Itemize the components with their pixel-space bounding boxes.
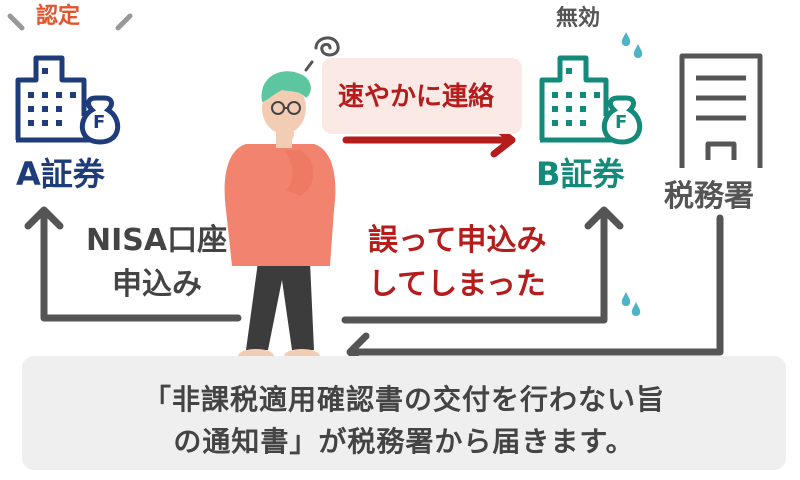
tax-office-name: 税務署 xyxy=(664,179,754,214)
tax-office-notice-line xyxy=(348,214,724,356)
arrow-head-up-b xyxy=(584,206,624,230)
sweat-drop-icon xyxy=(621,32,643,58)
arrow-head-up-a xyxy=(24,206,64,230)
b-company-name: B証券 xyxy=(536,155,625,193)
contact-message: 速やかに連絡 xyxy=(338,82,495,112)
notice-box: 「非課税適用確認書の交付を行わない旨 の通知書」が税務署から届きます。 xyxy=(22,356,786,470)
b-company-building-icon xyxy=(539,55,614,143)
a-company-building-icon xyxy=(15,55,90,143)
a-badge-sparkle-marks xyxy=(7,13,133,31)
confused-swirl-icon xyxy=(304,36,340,72)
sweat-drop-icon-lower xyxy=(621,292,641,316)
b-company-badge: 無効 xyxy=(556,6,601,31)
b-money-bag-symbol: F xyxy=(615,112,628,133)
mistake-arrow-line xyxy=(341,208,608,324)
a-money-bag-icon xyxy=(80,95,120,145)
contact-message-box xyxy=(322,58,522,134)
a-company-name: A証券 xyxy=(16,155,105,193)
a-company-badge: 認定 xyxy=(36,4,81,29)
mistake-message-line1: 誤って申込み xyxy=(368,223,547,258)
notice-line2: の通知書」が税務署から届きます。 xyxy=(173,425,635,458)
nisa-application-line1: NISA口座 xyxy=(86,223,228,258)
flow-connectors xyxy=(40,208,724,356)
a-money-bag-symbol: F xyxy=(93,112,106,133)
mistake-message-line2: してしまった xyxy=(368,267,546,302)
nisa-application-arrow-line xyxy=(40,208,242,322)
nisa-application-line2: 申込み xyxy=(112,267,202,302)
tax-office-document-icon xyxy=(679,53,763,168)
b-money-bag-icon xyxy=(602,95,642,145)
notice-line1: 「非課税適用確認書の交付を行わない旨 xyxy=(142,383,665,416)
